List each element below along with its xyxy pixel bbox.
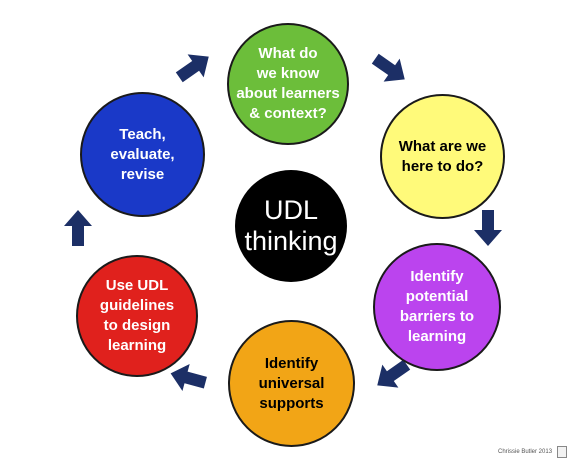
arrow-know-to-purpose-icon xyxy=(371,53,405,82)
node-label-identify-barriers: Identify potential barriers to learning xyxy=(399,268,475,345)
arrow-design-to-teach-icon xyxy=(64,210,92,246)
node-use-udl-guidelines: Use UDL guidelines to design learning xyxy=(76,255,198,377)
node-identify-barriers: Identify potential barriers to learning xyxy=(373,243,501,371)
arrow-purpose-to-barriers-icon xyxy=(474,210,502,246)
page-corner-mark xyxy=(557,446,567,458)
author-credit: Chrissie Butler 2013 xyxy=(498,449,553,455)
node-label-identify-supports: Identify universal supports xyxy=(258,354,325,412)
node-label-teach-evaluate-revise: Teach, evaluate, revise xyxy=(110,125,175,183)
node-label-use-udl-guidelines: Use UDL guidelines to design learning xyxy=(99,277,175,354)
arrow-supports-to-design-icon xyxy=(170,363,207,392)
node-what-do-we-know: What do we know about learners & context… xyxy=(227,23,349,145)
arrow-barriers-to-supports-icon xyxy=(377,359,411,388)
node-label-what-do-we-know: What do we know about learners & context… xyxy=(236,45,340,122)
node-label-what-are-we-here-to-do: What are we here to do? xyxy=(398,137,487,175)
node-what-are-we-here-to-do: What are we here to do? xyxy=(380,94,505,219)
center-node-udl-thinking: UDL thinking xyxy=(235,170,347,282)
center-title: UDL thinking xyxy=(244,195,338,256)
arrow-teach-to-know-icon xyxy=(175,54,209,83)
node-identify-supports: Identify universal supports xyxy=(228,320,355,447)
node-teach-evaluate-revise: Teach, evaluate, revise xyxy=(80,92,205,217)
